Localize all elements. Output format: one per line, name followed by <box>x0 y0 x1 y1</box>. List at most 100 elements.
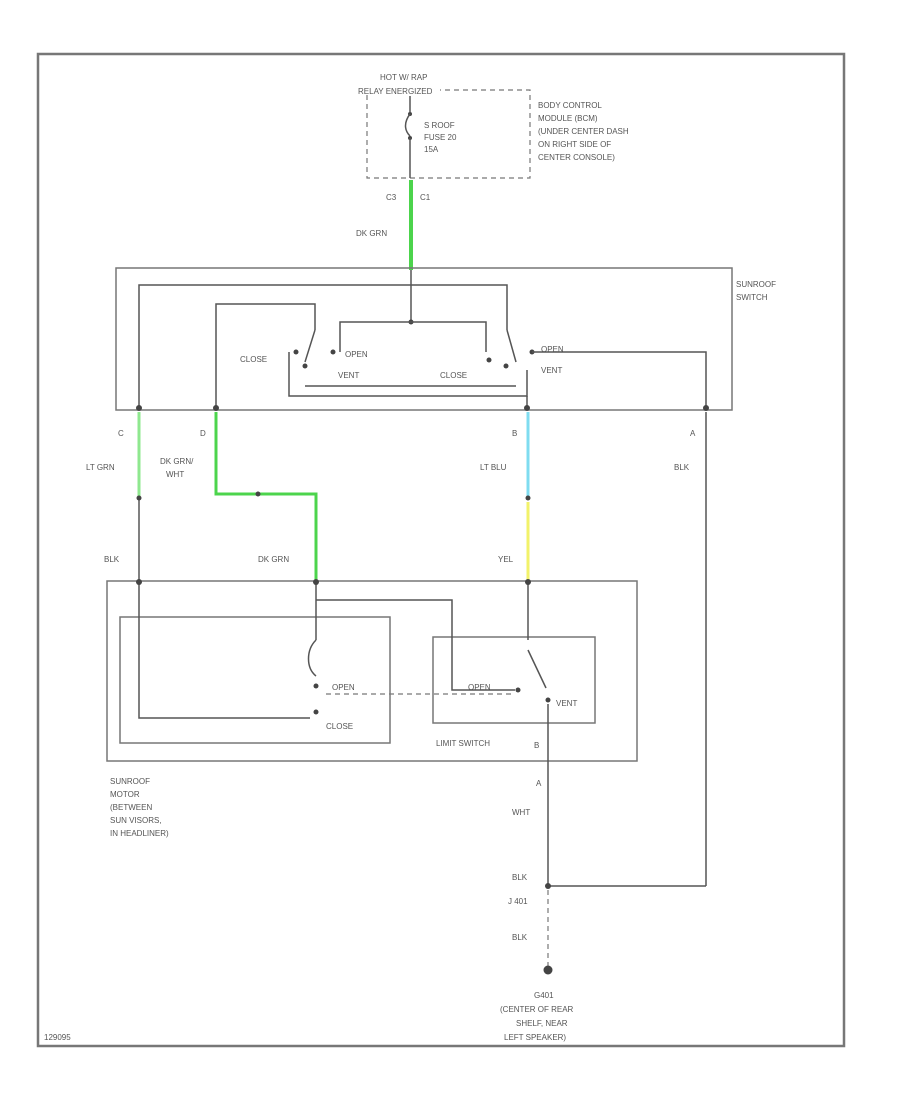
switch-pin-b-label: B <box>512 429 517 438</box>
diagram-id: 129095 <box>44 1033 71 1042</box>
motor-desc-line1: SUNROOF <box>110 777 150 786</box>
bcm-label-line5: CENTER CONSOLE) <box>538 153 615 162</box>
left-switch-blade <box>304 329 316 363</box>
right-vent-contact <box>503 363 509 369</box>
motor-left-lead <box>138 582 310 719</box>
diagram-frame <box>36 52 846 1048</box>
dk-grn-wht-wire <box>214 412 318 580</box>
bcm-fuse-block: HOT W/ RAP RELAY ENERGIZED S ROOF FUSE 2… <box>358 73 629 202</box>
switch-title-line2: SWITCH <box>736 293 768 302</box>
switch-d-internal <box>215 303 316 408</box>
limit-switch-label: LIMIT SWITCH <box>436 739 490 748</box>
ground-point <box>543 965 553 975</box>
connector-c3-label: C3 <box>386 193 397 202</box>
sunroof-switch: SUNROOF SWITCH CLOSE OPEN VENT CLOSE OPE… <box>115 267 776 438</box>
sunroof-motor: OPEN CLOSE OPEN VENT LIMIT SWITCH B A SU… <box>106 579 638 838</box>
right-close-label: CLOSE <box>440 371 467 380</box>
switch-title-line1: SUNROOF <box>736 280 776 289</box>
fuse-label-line3: 15A <box>424 145 439 154</box>
bcm-label-line2: MODULE (BCM) <box>538 114 598 123</box>
motor-open-label: OPEN <box>332 683 355 692</box>
switch-vent-return <box>288 352 528 397</box>
motor-pin-dk-grn <box>313 579 319 585</box>
hot-label-line1: HOT W/ RAP <box>380 73 427 82</box>
motor-desc-line3: (BETWEEN <box>110 803 152 812</box>
right-close-contact <box>486 357 492 363</box>
fuse-symbol <box>404 113 411 137</box>
motor-contact-close <box>313 709 319 715</box>
dk-grn-wht-label-line1: DK GRN/ <box>160 457 194 466</box>
switch-pin-b <box>524 405 530 411</box>
motor-pin-a-label: A <box>536 779 542 788</box>
ground-label-line4: LEFT SPEAKER) <box>504 1033 566 1042</box>
motor-bus <box>316 599 515 691</box>
fuse-label-line1: S ROOF <box>424 121 455 130</box>
blk-lower-label: BLK <box>512 873 528 882</box>
switch-pin-d-label: D <box>200 429 206 438</box>
harness-wires: LT GRN BLK DK GRN/ WHT DK GRN LT BLU YEL… <box>86 412 707 886</box>
wht-label: WHT <box>512 808 530 817</box>
hot-label-line2: RELAY ENERGIZED <box>358 87 433 96</box>
limit-switch-blade <box>527 649 547 689</box>
right-open-label: OPEN <box>541 345 564 354</box>
yel-label: YEL <box>498 555 514 564</box>
motor-pin-b-label: B <box>534 741 539 750</box>
left-open-contact <box>330 349 336 355</box>
bcm-label-line1: BODY CONTROL <box>538 101 602 110</box>
ground-label-line1: G401 <box>534 991 554 1000</box>
sunroof-motor-outline <box>106 580 638 762</box>
motor-pin-left <box>136 579 142 585</box>
limit-vent-label: VENT <box>556 699 577 708</box>
motor-close-label: CLOSE <box>326 722 353 731</box>
blk-ground-label: BLK <box>512 933 528 942</box>
blk-left-label: BLK <box>104 555 120 564</box>
motor-desc-line5: IN HEADLINER) <box>110 829 169 838</box>
left-open-label: OPEN <box>345 350 368 359</box>
switch-bus <box>339 321 487 352</box>
lt-grn-label: LT GRN <box>86 463 115 472</box>
blk-right-label: BLK <box>674 463 690 472</box>
right-switch-blade <box>506 329 517 363</box>
motor-desc-line2: MOTOR <box>110 790 140 799</box>
dk-grn-feed-label: DK GRN <box>356 229 387 238</box>
ground-label-line2: (CENTER OF REAR <box>500 1005 574 1014</box>
splice-node <box>545 883 551 889</box>
inline-connector-b <box>525 495 531 501</box>
bcm-label-line3: (UNDER CENTER DASH <box>538 127 629 136</box>
left-vent-label: VENT <box>338 371 359 380</box>
limit-switch-vent-contact <box>545 697 551 703</box>
ground-label-line3: SHELF, NEAR <box>516 1019 568 1028</box>
inline-connector-d <box>255 491 261 497</box>
switch-c-internal <box>138 284 508 408</box>
switch-open-return <box>532 351 707 408</box>
left-close-contact <box>293 349 299 355</box>
connector-c1-label: C1 <box>420 193 431 202</box>
motor-contact-open <box>313 683 319 689</box>
limit-switch-open-contact <box>515 687 521 693</box>
dk-grn-motor-label: DK GRN <box>258 555 289 564</box>
left-vent-contact <box>302 363 308 369</box>
splice-label: J 401 <box>508 897 528 906</box>
left-close-label: CLOSE <box>240 355 267 364</box>
motor-inner-box <box>119 616 391 744</box>
switch-pin-a <box>703 405 709 411</box>
switch-pin-a-label: A <box>690 429 696 438</box>
inline-connector-c <box>136 495 142 501</box>
limit-open-label: OPEN <box>468 683 491 692</box>
motor-winding <box>307 639 317 677</box>
right-vent-label: VENT <box>541 366 562 375</box>
ground-circuit: WHT BLK J 401 BLK G401 (CENTER OF REAR S… <box>500 762 706 1042</box>
bcm-dashed-outline <box>366 89 531 179</box>
motor-desc-line4: SUN VISORS, <box>110 816 162 825</box>
limit-switch-box <box>432 636 596 724</box>
switch-pin-c <box>136 405 142 411</box>
dk-grn-wht-label-line2: WHT <box>166 470 184 479</box>
switch-pin-c-label: C <box>118 429 124 438</box>
switch-pin-d <box>213 405 219 411</box>
lt-blu-label: LT BLU <box>480 463 507 472</box>
motor-pin-yel <box>525 579 531 585</box>
bcm-label-line4: ON RIGHT SIDE OF <box>538 140 611 149</box>
sunroof-switch-outline <box>115 267 733 411</box>
fuse-label-line2: FUSE 20 <box>424 133 457 142</box>
